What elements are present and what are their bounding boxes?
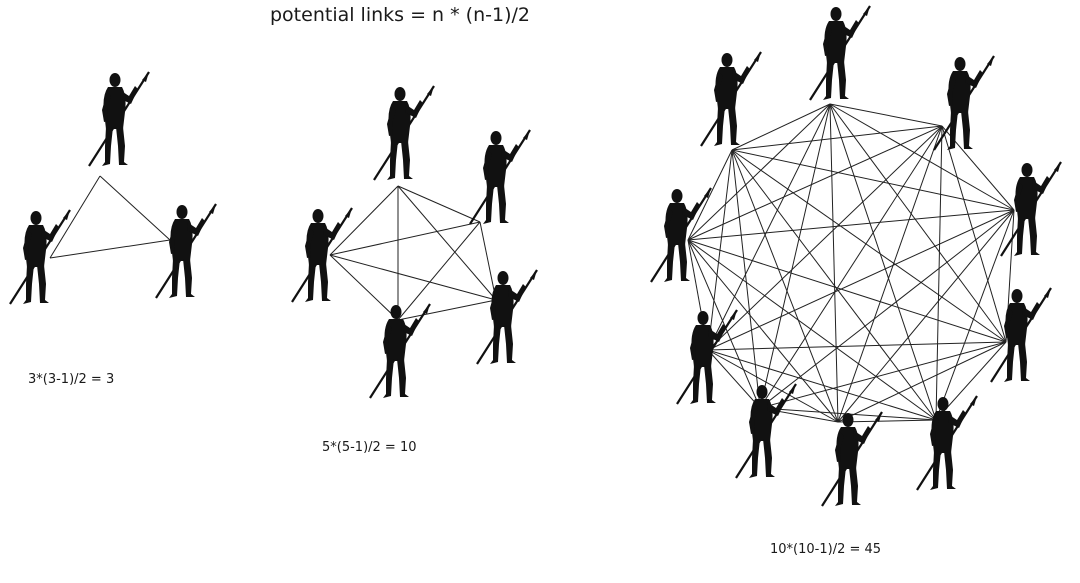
link-line: [397, 221, 481, 321]
spear-warrior-icon: [675, 308, 739, 406]
link-line: [49, 239, 171, 259]
link-line: [479, 221, 497, 301]
link-line: [707, 125, 943, 351]
link-line: [759, 125, 943, 409]
spear-warrior-icon: [699, 50, 763, 148]
link-line: [687, 239, 1007, 343]
link-line: [687, 239, 839, 423]
link-line: [397, 185, 497, 301]
link-line: [329, 254, 399, 321]
link-line: [329, 221, 481, 256]
link-line: [837, 125, 943, 423]
link-line: [707, 103, 831, 351]
link-line: [707, 149, 733, 351]
link-line: [687, 103, 831, 241]
link-line: [329, 254, 497, 301]
spear-warrior-icon: [87, 70, 151, 168]
link-line: [731, 149, 1015, 211]
link-line: [935, 209, 1015, 421]
link-line: [397, 185, 481, 223]
spear-warrior-icon: [475, 268, 539, 366]
spear-warrior-icon: [989, 286, 1053, 384]
link-line: [49, 175, 101, 259]
link-line: [707, 349, 761, 409]
link-line: [759, 103, 831, 409]
link-line: [687, 239, 937, 421]
spear-warrior-icon: [372, 84, 436, 182]
link-line: [687, 125, 943, 241]
link-line: [687, 209, 1015, 241]
link-line: [731, 149, 839, 423]
link-line: [837, 419, 937, 423]
formula-label-5: 5*(5-1)/2 = 10: [322, 440, 417, 455]
link-line: [731, 149, 761, 409]
link-line: [329, 185, 399, 256]
formula-label-3: 3*(3-1)/2 = 3: [28, 372, 115, 387]
link-line: [99, 175, 171, 241]
spear-warrior-icon: [649, 186, 713, 284]
spear-warrior-icon: [154, 202, 218, 300]
formula-label-10: 10*(10-1)/2 = 45: [770, 542, 882, 557]
link-line: [397, 299, 497, 321]
spear-warrior-icon: [808, 4, 872, 102]
link-line: [687, 239, 761, 409]
link-line: [731, 149, 937, 421]
link-line: [829, 103, 839, 423]
link-line: [687, 149, 733, 241]
diagram-title: potential links = n * (n-1)/2: [270, 4, 530, 26]
spear-warrior-icon: [932, 54, 996, 152]
spear-warrior-icon: [468, 128, 532, 226]
link-line: [759, 209, 1015, 409]
spear-warrior-icon: [8, 208, 72, 306]
link-line: [935, 125, 943, 421]
link-line: [707, 341, 1007, 351]
spear-warrior-icon: [820, 410, 884, 508]
link-line: [829, 103, 937, 421]
link-line: [829, 103, 943, 127]
link-line: [829, 103, 1007, 343]
spear-warrior-icon: [290, 206, 354, 304]
link-line: [731, 103, 831, 151]
link-line: [707, 349, 839, 423]
link-line: [941, 125, 1007, 343]
spear-warrior-icon: [915, 394, 979, 492]
link-line: [731, 149, 1007, 343]
link-line: [707, 349, 937, 421]
link-line: [759, 341, 1007, 409]
link-line: [837, 341, 1007, 423]
link-line: [731, 125, 943, 151]
